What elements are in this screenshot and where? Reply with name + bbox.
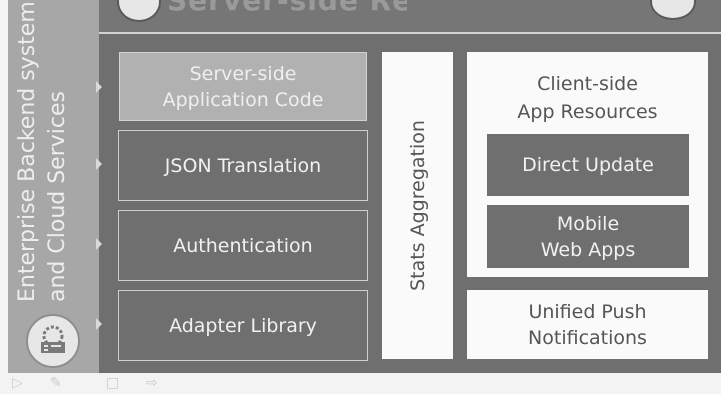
direct-update-box: Direct Update: [487, 134, 689, 196]
sidebar-label-line-2: and Cloud Services: [45, 91, 70, 302]
server-side-line-2: Application Code: [162, 88, 324, 111]
adapter-library-label: Adapter Library: [169, 314, 317, 337]
json-translation-label: JSON Translation: [164, 154, 322, 177]
unified-push-line-1: Unified Push: [528, 300, 647, 323]
unified-push-notifications-box: Unified Push Notifications: [467, 290, 708, 359]
client-side-title-line-1: Client-side: [537, 73, 638, 95]
connector-arrow-icon: [96, 238, 102, 250]
connector-arrow-icon: [96, 81, 102, 93]
connector-arrow-icon: [96, 158, 102, 170]
pencil-icon[interactable]: ✎: [50, 375, 62, 391]
mobile-web-apps-box: Mobile Web Apps: [487, 205, 689, 268]
header-title: Server-side Resources: [167, 0, 407, 13]
slide-controls: ▷ ✎ □ ⇨: [8, 374, 168, 394]
mobile-web-apps-line-2: Web Apps: [540, 238, 636, 261]
sidebar-label-line-1: Enterprise Backend system: [15, 2, 40, 302]
stats-aggregation-label: Stats Aggregation: [406, 120, 429, 291]
adapter-library-box: Adapter Library: [118, 290, 368, 361]
json-translation-box: JSON Translation: [118, 130, 368, 201]
server-gear-icon: [26, 314, 80, 368]
server-side-application-code-box: Server-side Application Code: [119, 52, 367, 121]
arrow-icon[interactable]: ⇨: [146, 375, 158, 391]
play-icon[interactable]: ▷: [12, 375, 23, 391]
connector-arrow-icon: [96, 318, 102, 330]
square-icon[interactable]: □: [106, 375, 120, 391]
direct-update-label: Direct Update: [522, 154, 654, 176]
authentication-box: Authentication: [118, 210, 368, 281]
sidebar: [8, 0, 99, 373]
mobile-web-apps-line-1: Mobile: [556, 212, 620, 235]
client-side-title-line-2: App Resources: [517, 101, 658, 123]
header-bar: [99, 0, 721, 34]
server-side-line-1: Server-side: [189, 62, 297, 85]
unified-push-line-2: Notifications: [528, 326, 647, 349]
stats-aggregation-column: Stats Aggregation: [382, 52, 453, 359]
authentication-label: Authentication: [173, 234, 313, 257]
client-side-title: Client-side App Resources: [467, 70, 708, 126]
